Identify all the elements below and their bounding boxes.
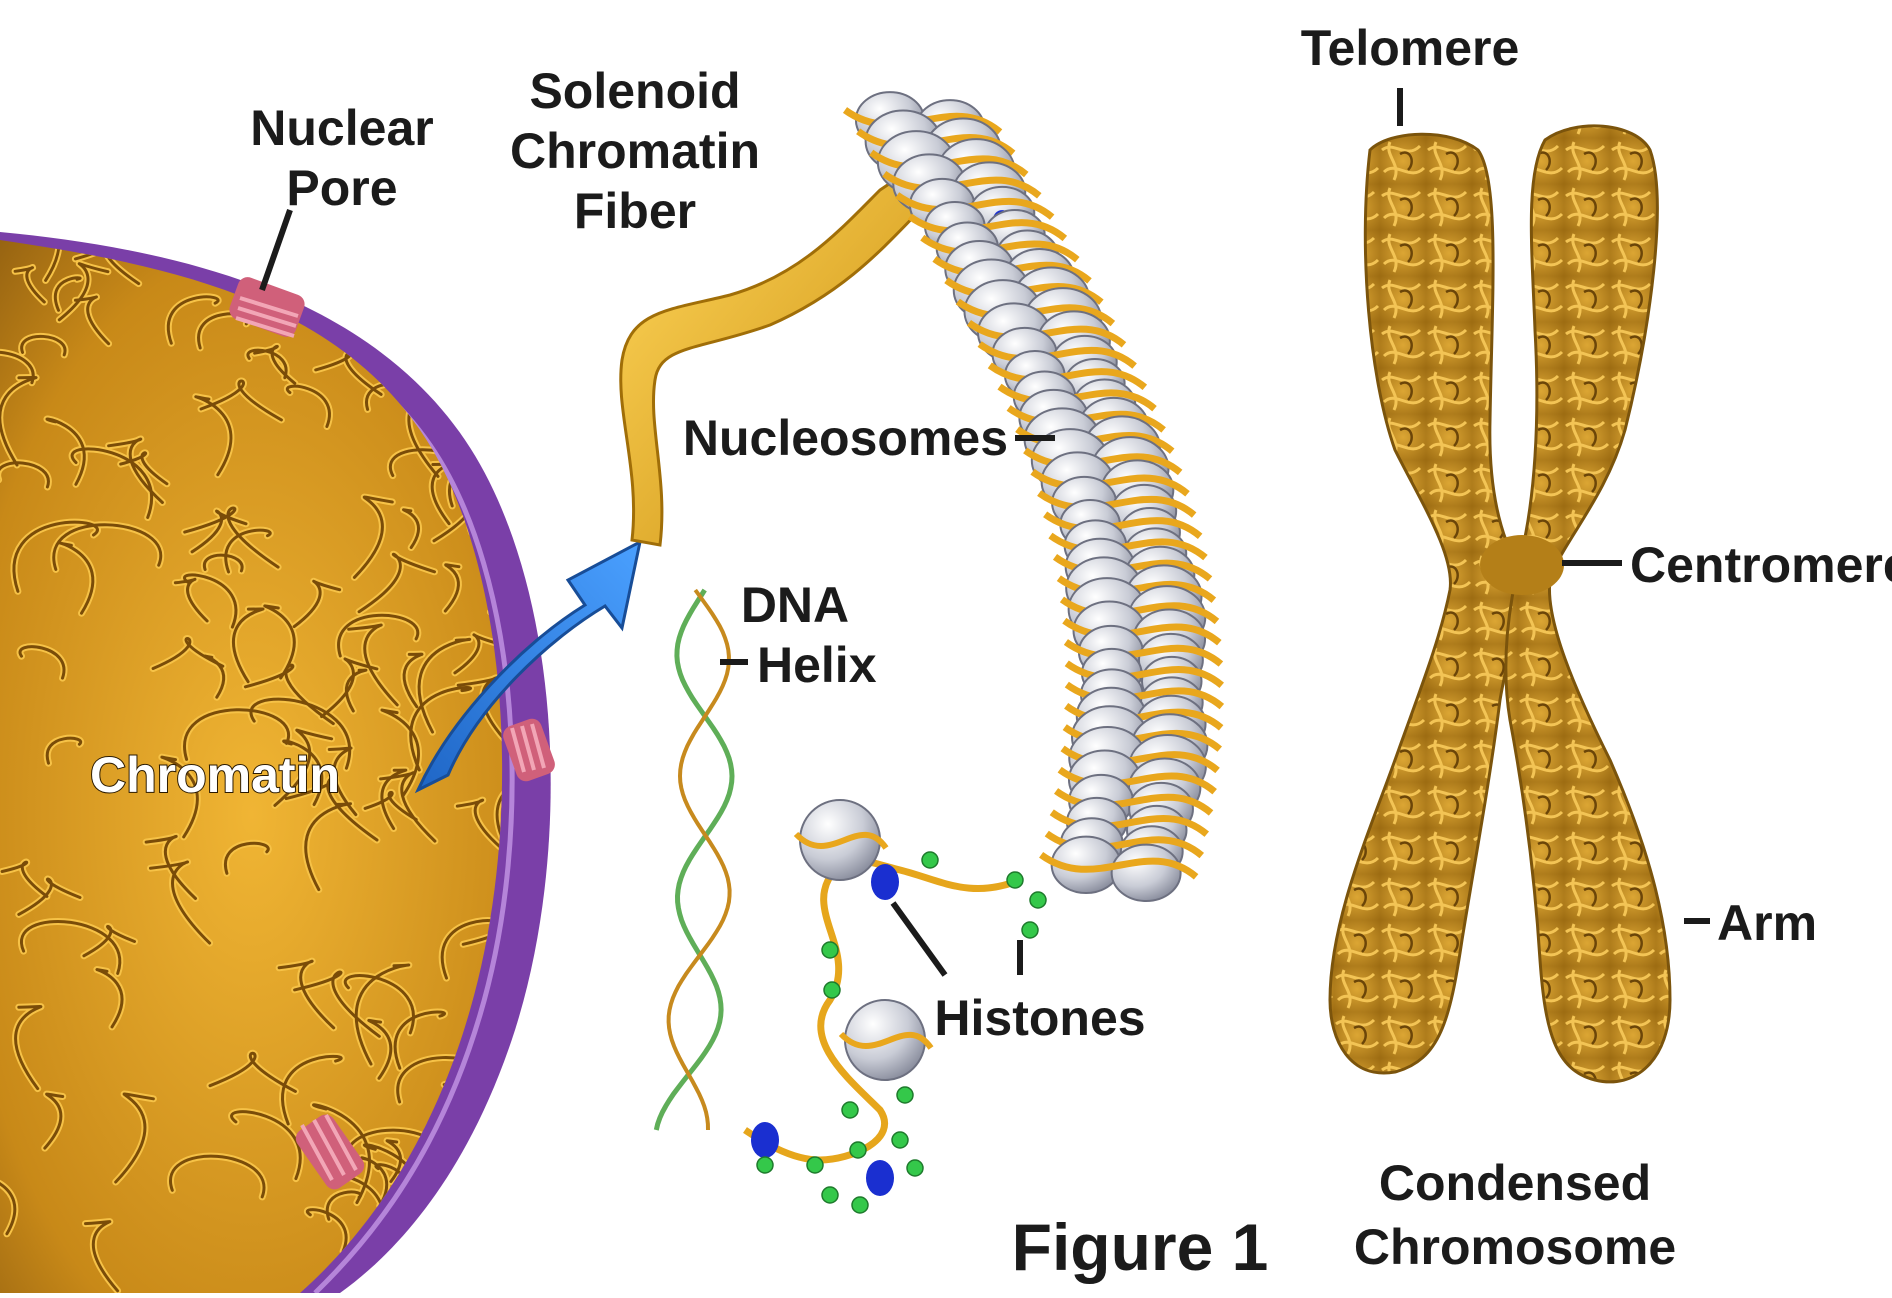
chromatin-loop-shadow — [300, 217, 377, 281]
histones-leader-1 — [893, 903, 945, 975]
histone-marker-green — [852, 1197, 868, 1213]
condensed-label-line1: Condensed — [1379, 1155, 1651, 1211]
nuclear-pore-label-line2: Pore — [286, 160, 397, 216]
chromatin-loop-shadow — [477, 1163, 508, 1220]
chromatin-loop-shadow — [447, 338, 501, 376]
chromatin-loop-shadow — [491, 1100, 524, 1203]
nucleosome-bead — [1112, 845, 1181, 901]
histone-marker-green — [842, 1102, 858, 1118]
condensed-label-line2: Chromosome — [1354, 1219, 1676, 1275]
histone-marker-green — [824, 982, 840, 998]
histone-marker-blue — [751, 1122, 779, 1158]
chromatin-loop — [501, 421, 573, 473]
centromere-label: Centromere — [1630, 537, 1892, 593]
arm-label: Arm — [1717, 895, 1817, 951]
chromatin-loop-shadow — [378, 244, 432, 275]
histones-label: Histones — [934, 990, 1145, 1046]
chromatid-left — [1330, 134, 1523, 1073]
centromere-constriction — [1480, 535, 1564, 595]
chromatin-loop — [491, 1100, 524, 1203]
histone-marker-green — [850, 1142, 866, 1158]
chromatin-loop-shadow — [451, 242, 488, 327]
histone-marker-green — [1022, 922, 1038, 938]
chromatin-loop — [482, 228, 553, 292]
nuclear-pore-leader — [262, 210, 290, 290]
chromatin-loop — [447, 338, 501, 376]
solenoid-label-line3: Fiber — [574, 183, 696, 239]
chromatin-loop — [477, 1163, 508, 1220]
dna-helix — [656, 590, 732, 1130]
nuclear-pore-label-line1: Nuclear — [250, 100, 433, 156]
histone-marker-green — [892, 1132, 908, 1148]
histone-marker-blue — [871, 864, 899, 900]
histone-marker-green — [822, 1187, 838, 1203]
chromatin-loop — [385, 309, 484, 350]
chromatin-loop-shadow — [385, 309, 484, 350]
figure-caption: Figure 1 — [1012, 1210, 1269, 1284]
chromatin-loop — [300, 217, 377, 281]
chromatin-loop — [414, 1243, 458, 1273]
histone-marker-green — [897, 1087, 913, 1103]
chromatid-right — [1506, 126, 1670, 1082]
chromatin-loop — [451, 242, 488, 327]
histone-marker-green — [807, 1157, 823, 1173]
chromatin-loop-shadow — [337, 262, 418, 305]
dna-label-line2: Helix — [757, 637, 877, 693]
histone-marker-green — [1030, 892, 1046, 908]
nucleosomes-label: Nucleosomes — [683, 410, 1008, 466]
chromatin-loop-shadow — [508, 433, 568, 502]
solenoid-label-line1: Solenoid — [529, 63, 740, 119]
chromatin-loop — [474, 268, 508, 323]
chromatin-loop — [508, 277, 523, 319]
histone-marker-green — [922, 852, 938, 868]
chromatin-loop-shadow — [482, 228, 553, 292]
histone-marker-green — [907, 1160, 923, 1176]
chromatin-loop — [337, 262, 418, 305]
dna-label-line1: DNA — [741, 577, 849, 633]
histone-marker-green — [822, 942, 838, 958]
chromatin-loop — [508, 433, 568, 502]
histone-marker-green — [1007, 872, 1023, 888]
chromatin-label: Chromatin — [90, 747, 340, 803]
telomere-label: Telomere — [1301, 20, 1520, 76]
chromatin-loop-shadow — [508, 277, 523, 319]
solenoid-label-line2: Chromatin — [510, 123, 760, 179]
chromatin-loop — [378, 244, 432, 275]
chromatin-loop-shadow — [414, 1243, 458, 1273]
histone-marker-green — [757, 1157, 773, 1173]
condensed-chromosome — [1330, 126, 1670, 1082]
histone-marker-blue — [866, 1160, 894, 1196]
chromatin-loop-shadow — [501, 421, 573, 473]
chromatin-loop-shadow — [474, 268, 508, 323]
